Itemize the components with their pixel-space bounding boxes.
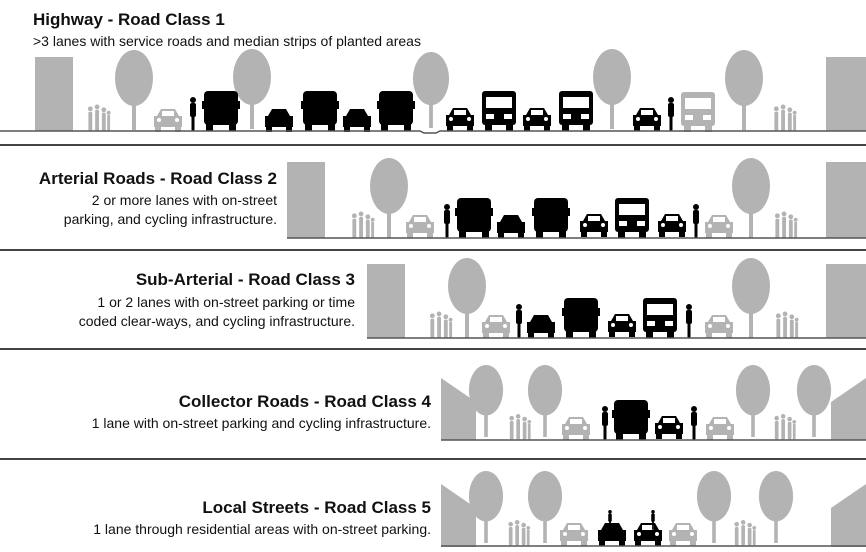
section-4-desc-line-1: 1 lane with on-street parking and cyclin… [91, 415, 431, 431]
building-left [367, 264, 405, 338]
section-2-desc-line-1: 2 or more lanes with on-street [91, 192, 277, 208]
section-1-description: >3 lanes with service roads and median s… [33, 32, 421, 51]
section-1-illustration [0, 49, 866, 134]
car-icon [560, 523, 588, 546]
building-left [441, 378, 476, 440]
building-right [826, 57, 866, 131]
divider [0, 249, 866, 251]
car-icon [634, 523, 662, 546]
tree-icon [527, 471, 563, 543]
building-left [35, 57, 73, 131]
section-4-title: Collector Roads - Road Class 4 [178, 392, 431, 411]
building-right [831, 484, 866, 547]
section-4-illustration [441, 365, 866, 441]
building-left [287, 162, 325, 238]
section-1-title: Highway - Road Class 1 [33, 10, 225, 29]
pedestrians-icon [734, 520, 757, 546]
divider [0, 144, 866, 146]
building-left [441, 484, 476, 547]
section-3-description: 1 or 2 lanes with on-street parking or t… [79, 293, 355, 331]
section-2-desc-line-2: parking, and cycling infrastructure. [63, 211, 277, 227]
divider [0, 458, 866, 460]
building-right [831, 378, 866, 440]
pedestrians-icon [508, 520, 531, 546]
section-5-description: 1 lane through residential areas with on… [93, 520, 431, 539]
section-3-illustration [367, 258, 866, 339]
section-3-title: Sub-Arterial - Road Class 3 [135, 270, 355, 289]
car-icon [669, 523, 697, 546]
section-2-title: Arterial Roads - Road Class 2 [38, 169, 277, 188]
section-4-description: 1 lane with on-street parking and cyclin… [92, 414, 431, 433]
section-2-description: 2 or more lanes with on-street parking, … [64, 191, 277, 229]
section-1-desc-line-1: >3 lanes with service roads and median s… [33, 33, 421, 49]
section-2-illustration [287, 158, 866, 239]
section-3-desc-line-1: 1 or 2 lanes with on-street parking or t… [97, 294, 355, 310]
building-right [826, 162, 866, 238]
section-5-desc-line-1: 1 lane through residential areas with on… [93, 521, 431, 537]
section-5-title: Local Streets - Road Class 5 [202, 498, 431, 517]
car-icon [598, 523, 626, 546]
building-right [826, 264, 866, 338]
section-3-desc-line-2: coded clear-ways, and cycling infrastruc… [78, 313, 355, 329]
divider [0, 348, 866, 350]
tree-icon [696, 471, 732, 543]
road-profile [0, 130, 866, 134]
tree-icon [758, 471, 794, 543]
